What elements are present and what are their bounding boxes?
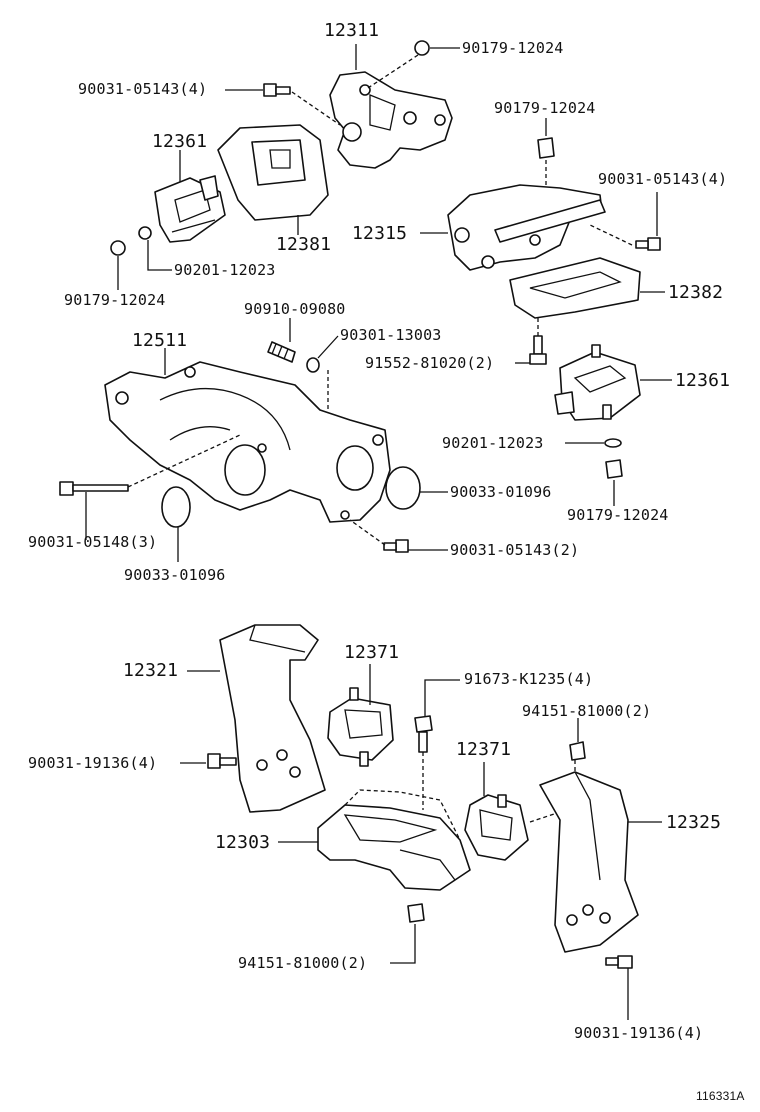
part-label-90031-19136-bottom: 90031-19136(4) (574, 1024, 704, 1042)
mount-12371-a-shape (327, 687, 394, 767)
bolt-90031-19136-bottom-shape (605, 955, 633, 969)
bracket-12311-shape (329, 71, 453, 169)
washer-90201-a-shape (138, 226, 152, 240)
nut-94151-bottom-shape (407, 903, 425, 923)
bolt-91552-shape (529, 335, 547, 365)
mount-12361-a-shape (154, 175, 226, 243)
part-label-94151-top: 94151-81000(2) (522, 702, 652, 720)
part-label-12511: 12511 (132, 330, 188, 351)
part-label-90201-a: 90201-12023 (174, 261, 276, 279)
part-label-12381: 12381 (276, 234, 332, 255)
nut-90179-top-shape (414, 40, 430, 56)
bracket-12321-shape (219, 624, 326, 813)
part-label-90301: 90301-13003 (340, 326, 442, 344)
nut-94151-top-shape (569, 741, 586, 761)
part-label-90031-05143-a: 90031-05143(4) (78, 80, 208, 98)
part-label-90179-left: 90179-12024 (64, 291, 166, 309)
part-label-90179-mid: 90179-12024 (494, 99, 596, 117)
part-label-91673: 91673-K1235(4) (464, 670, 594, 688)
mount-12361-b-shape (554, 344, 641, 421)
bolt-90031-05148-shape (59, 481, 129, 496)
part-label-90201-b: 90201-12023 (442, 434, 544, 452)
part-label-12311: 12311 (324, 20, 380, 41)
part-label-90179-top: 90179-12024 (462, 39, 564, 57)
bolt-90031-05143-2-shape (383, 539, 409, 553)
part-label-94151-bottom: 94151-81000(2) (238, 954, 368, 972)
part-label-90033-left: 90033-01096 (124, 566, 226, 584)
part-label-90031-05143-b: 90031-05143(4) (598, 170, 728, 188)
bracket-12303-shape (317, 789, 471, 891)
part-label-12361-a: 12361 (152, 131, 208, 152)
part-label-12325: 12325 (666, 812, 722, 833)
bolt-90031-05143-b-shape (635, 237, 661, 251)
part-label-91552: 91552-81020(2) (365, 354, 495, 372)
nut-90179-right-shape (605, 459, 623, 479)
bracket-12325-shape (539, 771, 639, 953)
plug-90910-shape (267, 341, 296, 363)
part-label-12382: 12382 (668, 282, 724, 303)
figure-id: 116331A (696, 1089, 745, 1103)
part-label-12315: 12315 (352, 223, 408, 244)
bolt-91673-shape (414, 715, 433, 753)
part-label-90910: 90910-09080 (244, 300, 346, 318)
gasket-90033-left-shape (161, 486, 191, 528)
nut-90179-left-shape (110, 240, 126, 256)
part-label-90033-right: 90033-01096 (450, 483, 552, 501)
part-label-90031-19136-left: 90031-19136(4) (28, 754, 158, 772)
part-label-12371-a: 12371 (344, 642, 400, 663)
bracket-12315-shape (447, 184, 606, 271)
part-label-12361-b: 12361 (675, 370, 731, 391)
part-label-90031-05148: 90031-05148(3) (28, 533, 158, 551)
part-label-90031-05143-2: 90031-05143(2) (450, 541, 580, 559)
part-label-90179-right: 90179-12024 (567, 506, 669, 524)
bolt-90031-19136-left-shape (207, 753, 237, 769)
part-label-12371-b: 12371 (456, 739, 512, 760)
gasket-90033-right-shape (385, 466, 421, 510)
insulator-12381-shape (217, 124, 329, 221)
gasket-90301-shape (306, 357, 320, 373)
housing-12511-shape (104, 361, 391, 523)
washer-90201-b-shape (604, 438, 622, 448)
part-label-12321: 12321 (123, 660, 179, 681)
insulator-12382-shape (509, 257, 641, 319)
bolt-90031-05143-a-shape (263, 83, 291, 97)
part-label-12303: 12303 (215, 832, 271, 853)
nut-90179-mid-shape (537, 137, 555, 159)
mount-12371-b-shape (464, 794, 529, 861)
